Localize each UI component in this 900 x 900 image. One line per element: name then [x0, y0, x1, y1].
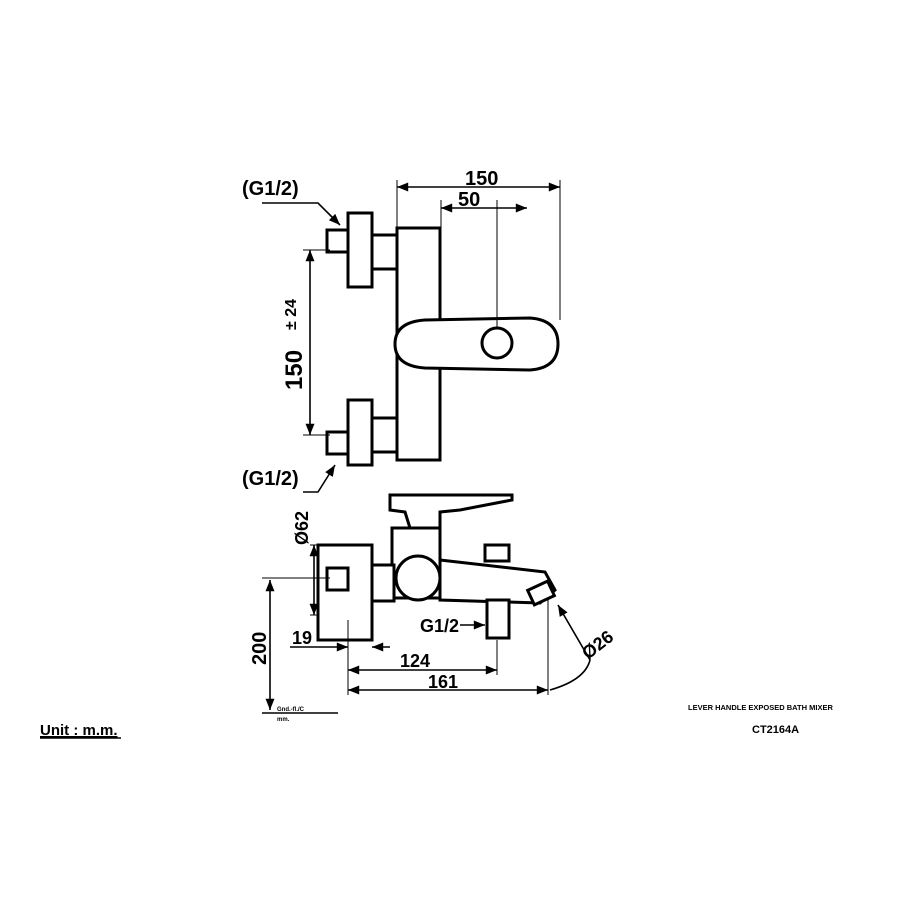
side-flange — [316, 543, 374, 642]
dim-inlet-spacing-label: 150 — [281, 350, 308, 390]
side-view — [262, 493, 591, 714]
model-code: CT2164A — [752, 724, 799, 736]
eccentric-flange-top — [346, 211, 374, 289]
unit-label: Unit : m.m. — [40, 722, 118, 739]
leader-26 — [549, 604, 591, 691]
dim-19-label: 19 — [292, 628, 312, 648]
lever-handle — [393, 316, 560, 372]
side-handle — [388, 493, 514, 530]
aerator — [525, 579, 557, 607]
dim-200-label: 200 — [249, 632, 271, 665]
inlet-bottom-label: (G1/2) — [242, 468, 299, 490]
outlet-thread-label: G1/2 — [420, 616, 459, 636]
handle-hole — [480, 326, 514, 360]
leader-top — [262, 202, 341, 226]
dim-26-label: Ø26 — [578, 626, 617, 663]
dim-50-label: 50 — [458, 189, 480, 211]
leader-bottom — [303, 464, 336, 493]
dim-62-label: Ø62 — [292, 511, 312, 545]
product-name: LEVER HANDLE EXPOSED BATH MIXER — [688, 703, 833, 712]
nut-bottom — [370, 416, 399, 454]
outlet-connection — [485, 598, 511, 640]
side-pipe — [325, 566, 350, 592]
dim-150-label: 150 — [465, 168, 498, 190]
ground-unit: mm. — [277, 717, 290, 723]
dim-161-label: 161 — [428, 672, 458, 692]
top-view — [262, 180, 561, 493]
dim-124-label: 124 — [400, 651, 430, 671]
diverter-knob — [483, 543, 511, 563]
nut-top — [370, 233, 399, 271]
dim-tolerance-label: ± 24 — [283, 299, 300, 330]
eccentric-flange-bottom — [346, 398, 374, 467]
pipe-bottom — [325, 430, 350, 456]
inlet-top-label: (G1/2) — [242, 178, 299, 200]
pipe-top — [325, 228, 350, 254]
side-nut — [370, 563, 396, 603]
body-cylinder — [394, 554, 442, 602]
ground-note: Gnd.-fl./C — [277, 707, 305, 713]
